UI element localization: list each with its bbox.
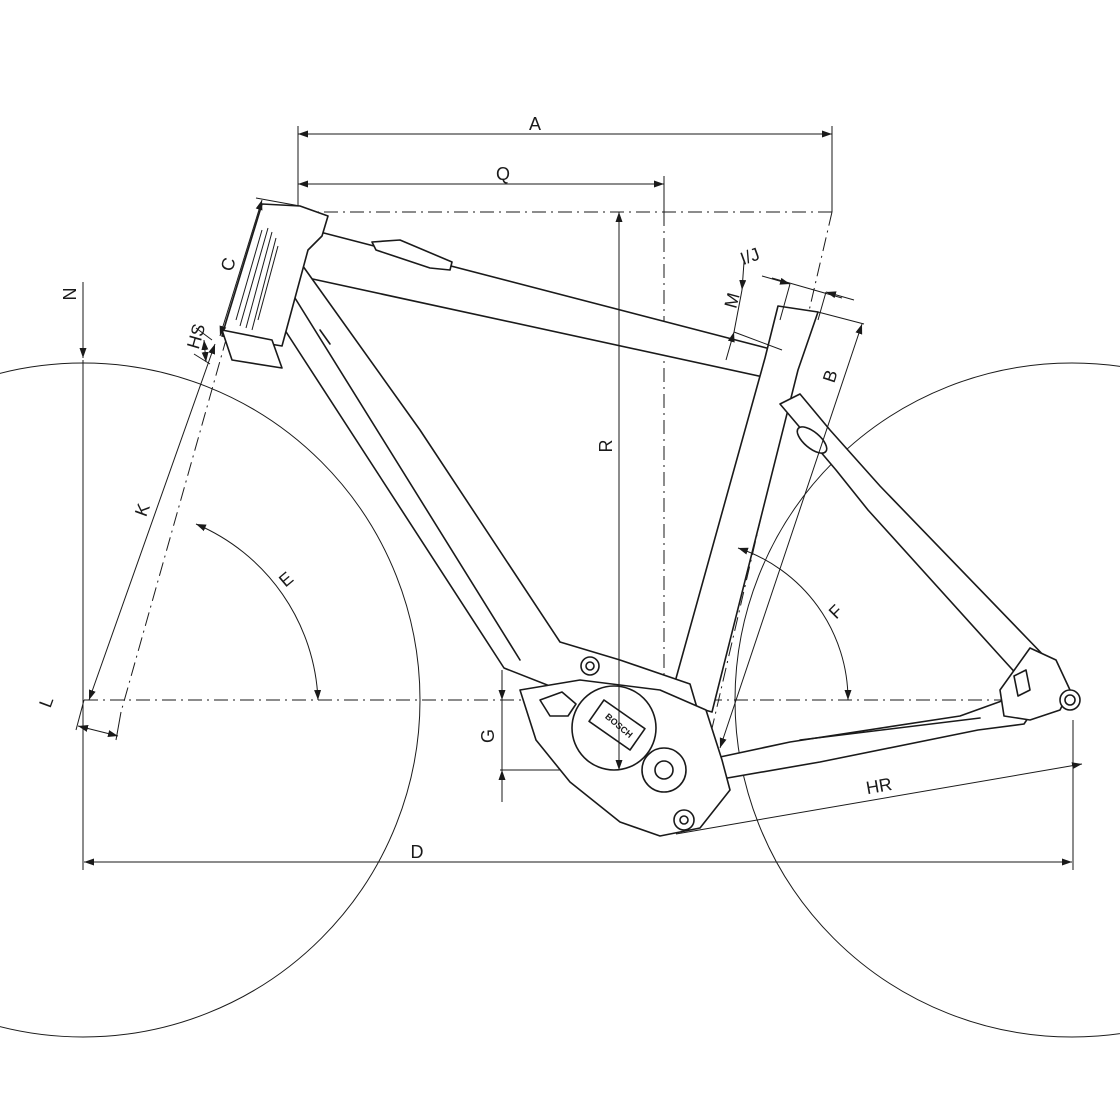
dim-ij-ext-left xyxy=(779,283,791,321)
motor-mount-bolt-inner xyxy=(585,661,595,671)
label-l: L xyxy=(35,694,57,710)
dropout-cutout xyxy=(1013,669,1031,697)
dim-l-line xyxy=(77,725,119,737)
dim-l-ext xyxy=(75,699,85,731)
down-tube-inner-line-2 xyxy=(319,329,331,345)
label-ij: I/J xyxy=(738,244,763,269)
dimensions xyxy=(75,130,1083,866)
battery-cover xyxy=(371,239,453,271)
headset-cap xyxy=(221,329,283,369)
dim-ij-line xyxy=(771,277,843,299)
chainstay xyxy=(705,697,1041,781)
dim-hs-upper xyxy=(195,327,213,341)
dim-m-span xyxy=(733,289,743,333)
dim-ij-ext-right xyxy=(817,291,827,321)
label-c: C xyxy=(217,255,240,273)
dim-hs-arrow xyxy=(201,339,209,363)
dim-ij-arrow-left xyxy=(761,275,791,285)
dim-f-arc xyxy=(737,547,852,701)
label-a: A xyxy=(529,114,541,134)
dim-hr-line xyxy=(675,762,1083,835)
label-g: G xyxy=(478,729,498,743)
chain-guide-bolt-inner xyxy=(679,815,689,825)
dim-b-ext xyxy=(817,311,865,325)
label-e: E xyxy=(275,568,297,591)
dim-hs-lower xyxy=(193,353,211,365)
dim-k-line xyxy=(88,343,216,701)
dim-ij-arrow-right xyxy=(825,291,855,301)
label-hs: HS xyxy=(183,322,209,352)
dim-c-line xyxy=(219,199,263,337)
dim-l-ext-2 xyxy=(115,711,122,741)
dim-m-upper xyxy=(739,261,747,291)
label-m: M xyxy=(721,291,744,311)
label-d: D xyxy=(411,842,424,862)
dim-e-arc xyxy=(195,523,322,701)
down-tube xyxy=(267,261,701,719)
dim-m-lower xyxy=(725,331,735,361)
label-r: R xyxy=(596,440,616,453)
motor-skid xyxy=(539,691,577,717)
rear-axle-inner xyxy=(1064,694,1076,706)
label-hr: HR xyxy=(864,774,893,798)
label-b: B xyxy=(819,367,842,385)
label-k: K xyxy=(131,501,154,519)
bike-frame: BOSCH xyxy=(221,203,1081,837)
label-f: F xyxy=(825,601,847,623)
dim-c-ext-top xyxy=(255,197,301,207)
label-q: Q xyxy=(496,164,510,184)
down-tube-inner-line xyxy=(289,289,521,661)
crank-axle-inner xyxy=(654,760,674,780)
dim-m-ext xyxy=(733,331,783,351)
label-n: N xyxy=(60,288,80,301)
